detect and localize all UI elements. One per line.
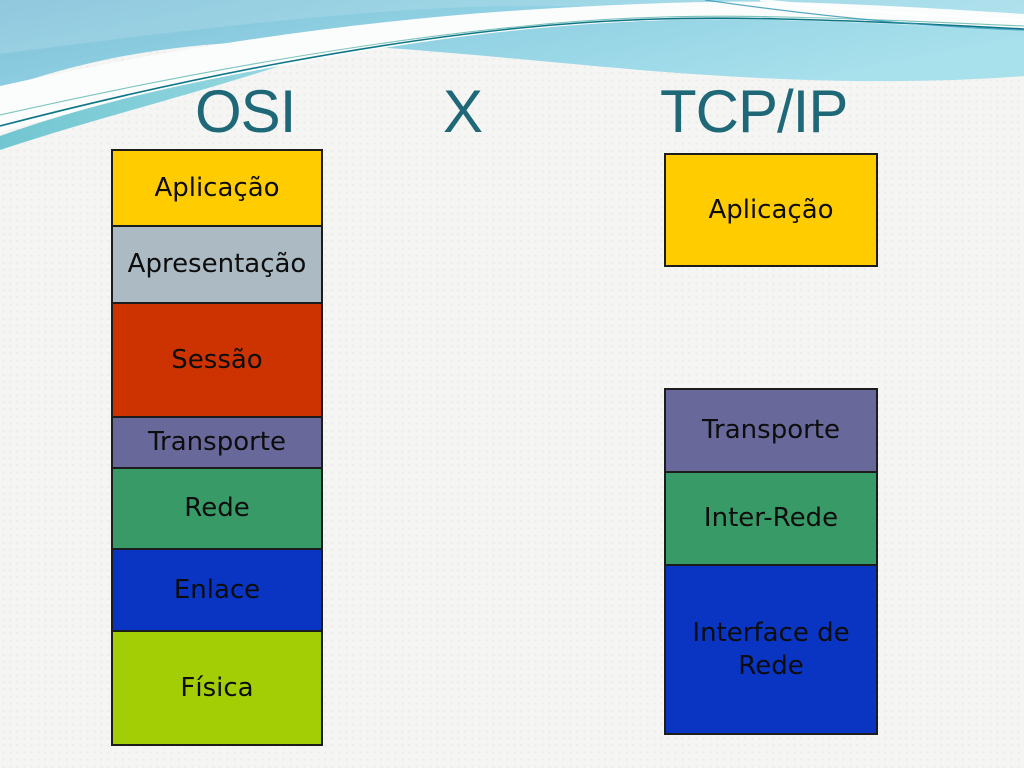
- title-osi: OSI: [195, 78, 296, 145]
- osi-layer-label-transporte: Transporte: [148, 427, 286, 458]
- osi-layer-label-apresentacao: Apresentação: [127, 249, 307, 280]
- title-tcpip: TCP/IP: [660, 78, 848, 145]
- tcpip-upper-stack: Aplicação: [664, 153, 878, 267]
- tcpip-layer-inter-rede: Inter-Rede: [664, 471, 878, 566]
- tcpip-layer-transporte: Transporte: [664, 388, 878, 473]
- tcpip-layer-label-transporte: Transporte: [702, 415, 840, 446]
- slide-title: OSI X TCP/IP: [0, 80, 1024, 144]
- osi-layer-enlace: Enlace: [111, 548, 323, 632]
- osi-layer-fisica: Física: [111, 630, 323, 746]
- tcpip-layer-aplicacao: Aplicação: [664, 153, 878, 267]
- osi-layer-label-sessao: Sessão: [171, 344, 263, 375]
- osi-layer-aplicacao: Aplicação: [111, 149, 323, 227]
- osi-layer-label-aplicacao: Aplicação: [154, 172, 280, 203]
- tcpip-layer-interface-de-rede: Interface de Rede: [664, 564, 878, 735]
- header-wave-decoration: [0, 0, 1024, 150]
- tcpip-layer-label-aplicacao: Aplicação: [708, 194, 834, 225]
- osi-layer-sessao: Sessão: [111, 302, 323, 418]
- osi-layer-rede: Rede: [111, 467, 323, 550]
- title-versus: X: [443, 78, 483, 145]
- osi-layer-apresentacao: Apresentação: [111, 225, 323, 304]
- tcpip-layer-label-interface-de-rede: Interface de Rede: [692, 618, 850, 681]
- osi-layer-label-rede: Rede: [184, 493, 250, 524]
- tcpip-layer-label-inter-rede: Inter-Rede: [703, 503, 839, 534]
- osi-layer-label-fisica: Física: [180, 672, 254, 703]
- osi-layer-label-enlace: Enlace: [173, 574, 261, 605]
- osi-layer-transporte: Transporte: [111, 416, 323, 469]
